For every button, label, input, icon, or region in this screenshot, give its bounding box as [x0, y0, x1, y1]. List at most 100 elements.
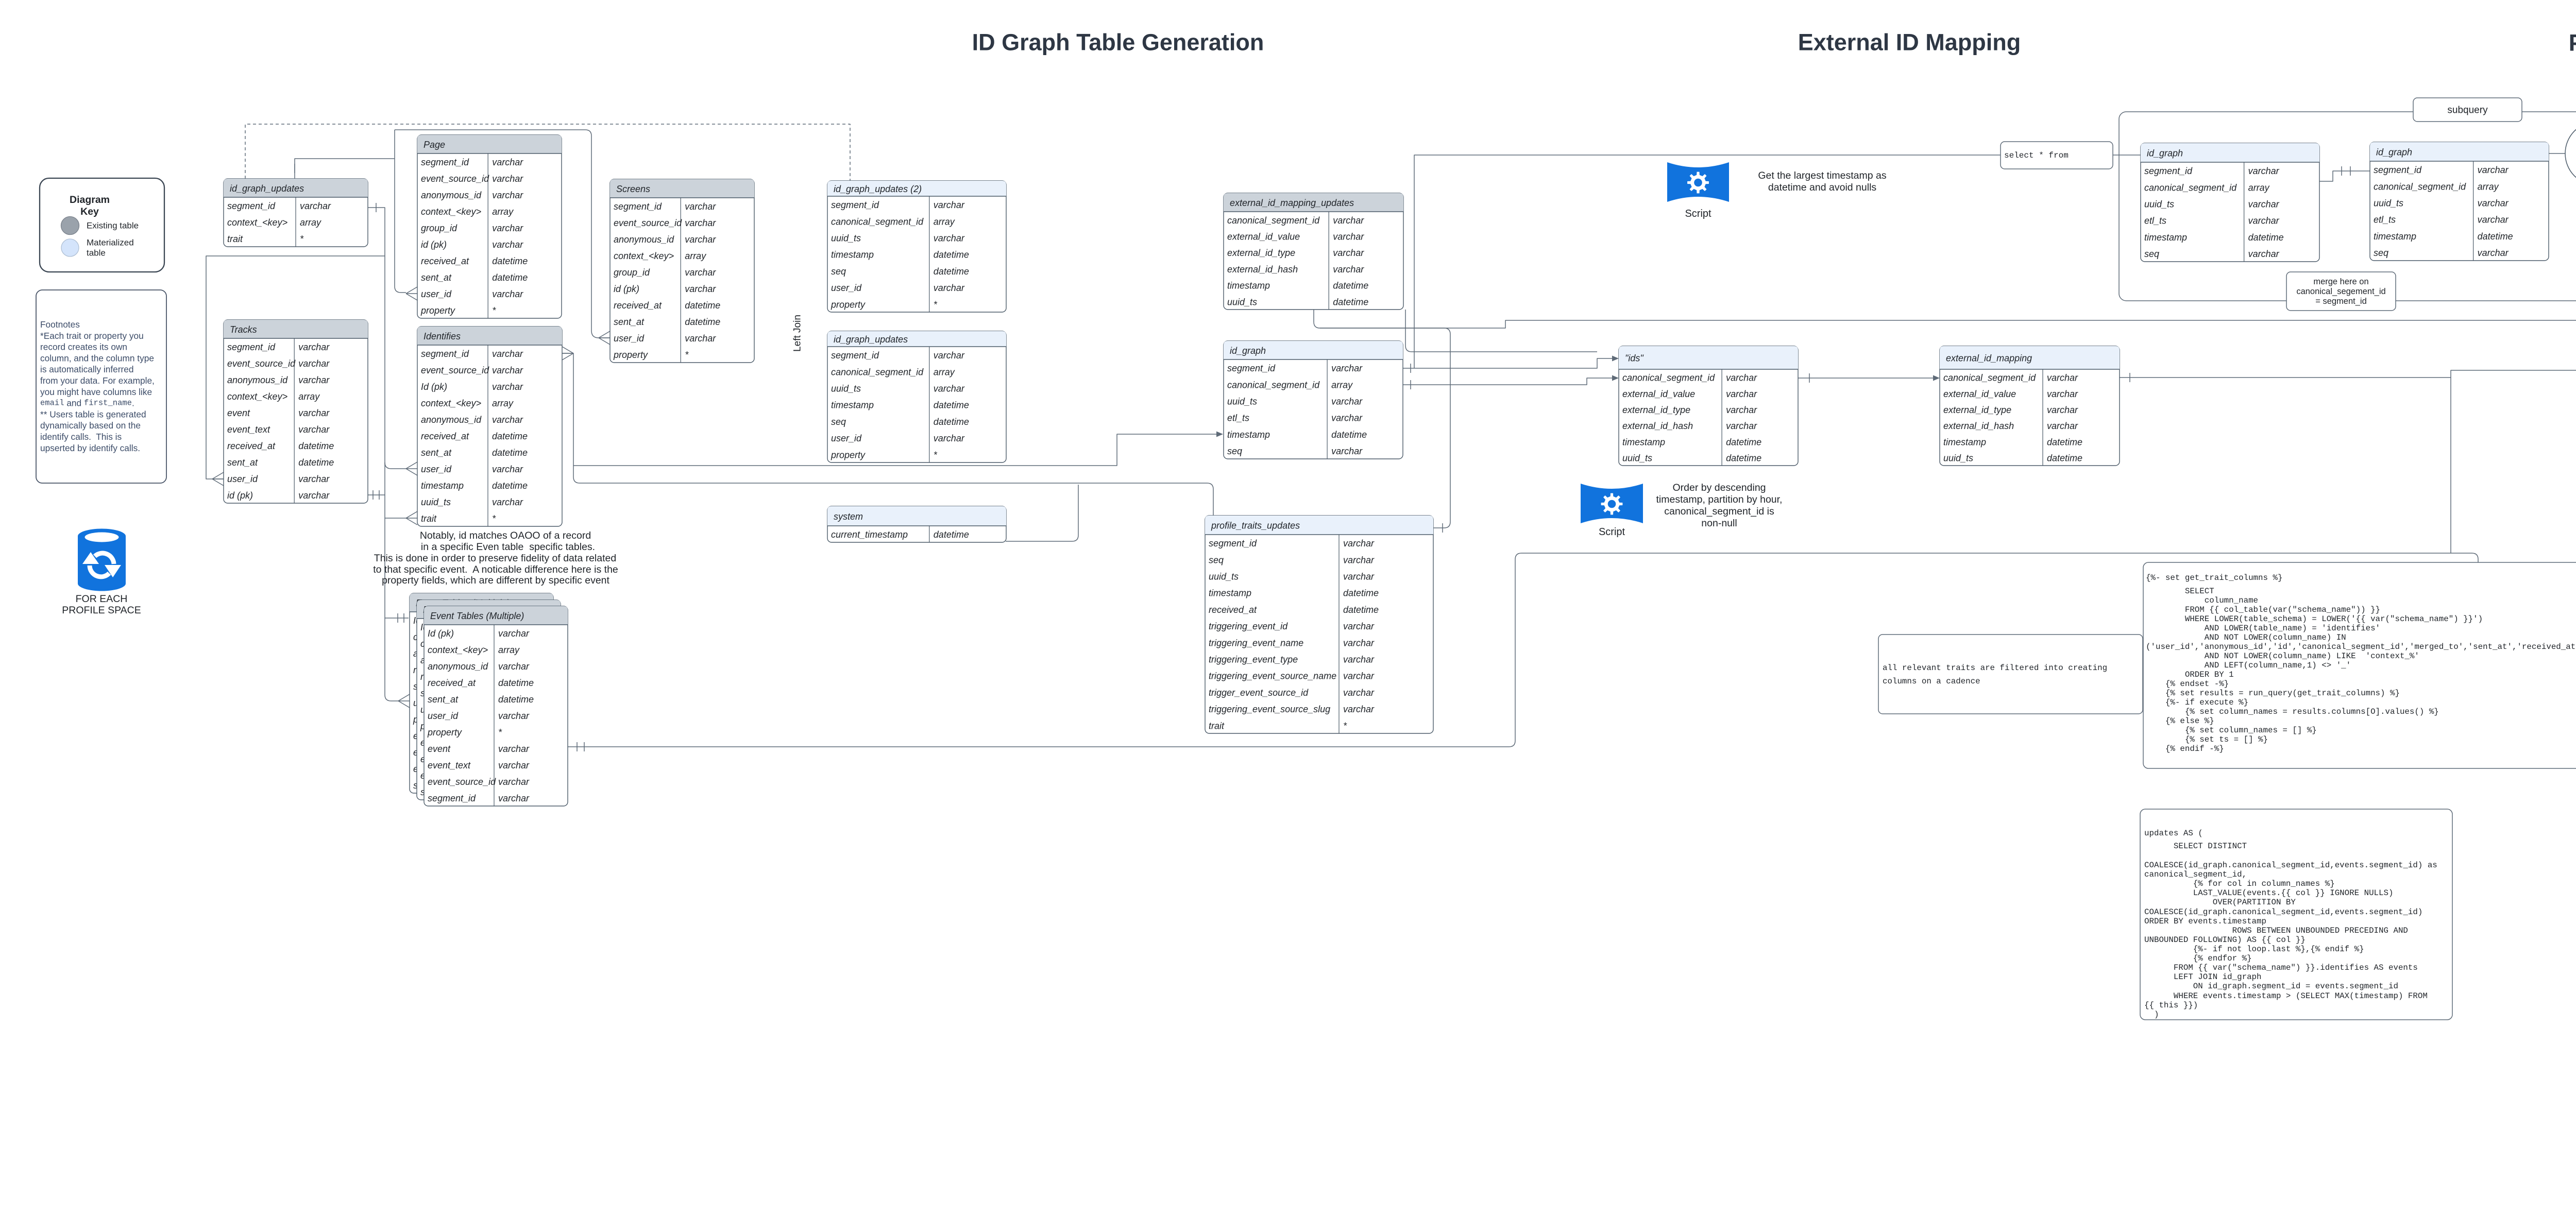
svg-text:varchar: varchar	[498, 793, 530, 803]
svg-text:sent_at: sent_at	[227, 457, 258, 468]
svg-text:uuid_ts: uuid_ts	[1943, 453, 1973, 464]
svg-text:SELECT DISTINCT: SELECT DISTINCT	[2144, 842, 2247, 851]
svg-text:table: table	[87, 248, 106, 258]
svg-text:triggering_event_id: triggering_event_id	[1209, 621, 1288, 631]
svg-text:etl_ts: etl_ts	[1227, 413, 1249, 423]
svg-text:datetime: datetime	[1343, 605, 1379, 615]
svg-text:FROM {{ var("schema_name") }}.: FROM {{ var("schema_name") }}.identifies…	[2144, 963, 2418, 972]
svg-text:UNBOUNDED FOLLOWING) AS {{ col: UNBOUNDED FOLLOWING) AS {{ col }}	[2144, 935, 2306, 945]
svg-text:Tracks: Tracks	[230, 324, 257, 335]
svg-text:datetime: datetime	[2478, 231, 2513, 242]
svg-text:varchar: varchar	[298, 424, 330, 435]
svg-text:trait: trait	[1209, 721, 1225, 731]
svg-text:varchar: varchar	[2248, 166, 2280, 176]
svg-text:LEFT JOIN id_graph: LEFT JOIN id_graph	[2144, 972, 2262, 982]
svg-text:varchar: varchar	[298, 490, 330, 501]
svg-text:*: *	[1343, 721, 1347, 731]
svg-text:varchar: varchar	[1726, 421, 1757, 431]
svg-text:AND LEFT(column_name,1) <> '_': AND LEFT(column_name,1) <> '_'	[2146, 661, 2351, 670]
svg-text:{% endif -%}: {% endif -%}	[2146, 744, 2224, 753]
svg-text:context_<key>: context_<key>	[227, 217, 287, 228]
svg-text:varchar: varchar	[1343, 671, 1375, 681]
svg-text:array: array	[2248, 182, 2270, 193]
svg-text:varchar: varchar	[934, 384, 965, 394]
svg-text:datetime: datetime	[934, 400, 969, 410]
svg-text:segment_id: segment_id	[1209, 538, 1257, 548]
svg-text:varchar: varchar	[492, 497, 523, 507]
svg-text:{% for col in column_names %}: {% for col in column_names %}	[2144, 879, 2335, 888]
svg-text:varchar: varchar	[1333, 264, 1364, 275]
svg-text:external_id_mapping: external_id_mapping	[1946, 353, 2032, 364]
svg-text:datetime: datetime	[1333, 297, 1368, 307]
svg-text:context_<key>: context_<key>	[614, 251, 674, 261]
svg-text:Script: Script	[1599, 526, 1625, 538]
svg-text:timestamp, partition by hour,: timestamp, partition by hour,	[1656, 494, 1783, 505]
svg-text:varchar: varchar	[1333, 215, 1364, 226]
svg-text:canonical_segment_id: canonical_segment_id	[2144, 182, 2237, 193]
svg-text:event: event	[428, 744, 451, 754]
svg-text:array: array	[934, 367, 955, 377]
svg-text:anonymous_id: anonymous_id	[421, 415, 482, 425]
svg-text:event_text: event_text	[428, 760, 471, 770]
svg-text:datetime: datetime	[492, 481, 528, 491]
svg-text:varchar: varchar	[685, 234, 716, 245]
svg-text:varchar: varchar	[934, 350, 965, 361]
svg-text:id (pk): id (pk)	[421, 239, 447, 250]
svg-text:property: property	[420, 305, 455, 316]
svg-text:{%- if not loop.last %},{% end: {%- if not loop.last %},{% endif %}	[2144, 945, 2364, 954]
svg-text:*: *	[300, 234, 304, 244]
svg-text:uuid_ts: uuid_ts	[1227, 397, 1257, 407]
svg-text:uuid_ts: uuid_ts	[831, 233, 861, 244]
svg-text:context_<key>: context_<key>	[421, 207, 481, 217]
svg-text:canonical_segment_id,: canonical_segment_id,	[2144, 870, 2247, 879]
svg-text:event_source_id: event_source_id	[421, 174, 489, 184]
svg-text:datetime: datetime	[934, 250, 969, 260]
svg-text:segment_id: segment_id	[421, 157, 469, 167]
svg-text:event_source_id: event_source_id	[428, 777, 496, 787]
svg-text:varchar: varchar	[2478, 248, 2509, 258]
svg-text:id_graph_updates: id_graph_updates	[230, 183, 304, 194]
svg-text:timestamp: timestamp	[831, 400, 874, 410]
svg-text:WHERE LOWER(table_schema) = LO: WHERE LOWER(table_schema) = LOWER('{{ va…	[2146, 614, 2483, 624]
svg-text:event_source_id: event_source_id	[614, 218, 682, 228]
svg-text:varchar: varchar	[298, 408, 330, 418]
svg-text:is automatically inferred: is automatically inferred	[40, 364, 134, 374]
svg-text:Event Tables (Multiple): Event Tables (Multiple)	[430, 611, 524, 621]
svg-text:timestamp: timestamp	[421, 481, 464, 491]
svg-text:varchar: varchar	[492, 349, 523, 359]
svg-text:varchar: varchar	[492, 174, 523, 184]
svg-text:varchar: varchar	[498, 760, 530, 770]
svg-text:array: array	[1331, 380, 1353, 390]
svg-text:uuid_ts: uuid_ts	[831, 384, 861, 394]
svg-text:seq: seq	[2144, 249, 2159, 259]
svg-text:uuid_ts: uuid_ts	[2374, 198, 2403, 209]
svg-text:varchar: varchar	[1343, 555, 1375, 565]
svg-text:identify calls. This is: identify calls. This is	[40, 432, 122, 442]
svg-text:timestamp: timestamp	[1227, 430, 1270, 440]
svg-text:Profile Traits: Profile Traits	[2569, 30, 2576, 56]
svg-text:datetime: datetime	[1333, 281, 1368, 291]
svg-text:varchar: varchar	[492, 415, 523, 425]
svg-text:property fields, which are dif: property fields, which are different by …	[382, 575, 609, 586]
svg-text:current_timestamp: current_timestamp	[831, 529, 908, 540]
svg-text:varchar: varchar	[1331, 397, 1363, 407]
svg-text:triggering_event_source_name: triggering_event_source_name	[1209, 671, 1336, 681]
svg-text:FROM {{ col_table(var("schema_: FROM {{ col_table(var("schema_name")) }}	[2146, 605, 2380, 614]
svg-text:** Users table is generated: ** Users table is generated	[40, 409, 146, 419]
svg-text:received_at: received_at	[428, 678, 476, 688]
svg-text:email and first_name.: email and first_name.	[40, 398, 134, 408]
svg-text:array: array	[934, 216, 955, 227]
svg-text:context_<key>: context_<key>	[421, 398, 481, 408]
svg-text:varchar: varchar	[498, 777, 530, 787]
svg-text:varchar: varchar	[685, 267, 716, 278]
svg-text:varchar: varchar	[2047, 405, 2078, 415]
svg-text:etl_ts: etl_ts	[2374, 215, 2396, 225]
svg-text:external_id_mapping_updates: external_id_mapping_updates	[1230, 198, 1354, 208]
svg-text:Screens: Screens	[616, 184, 650, 194]
svg-text:canonical_segment_id: canonical_segment_id	[1943, 373, 2036, 383]
svg-text:received_at: received_at	[421, 431, 469, 441]
svg-text:varchar: varchar	[298, 342, 330, 352]
svg-text:varchar: varchar	[934, 433, 965, 443]
svg-text:canonical_segment_id: canonical_segment_id	[831, 216, 924, 227]
svg-text:*: *	[685, 350, 689, 360]
